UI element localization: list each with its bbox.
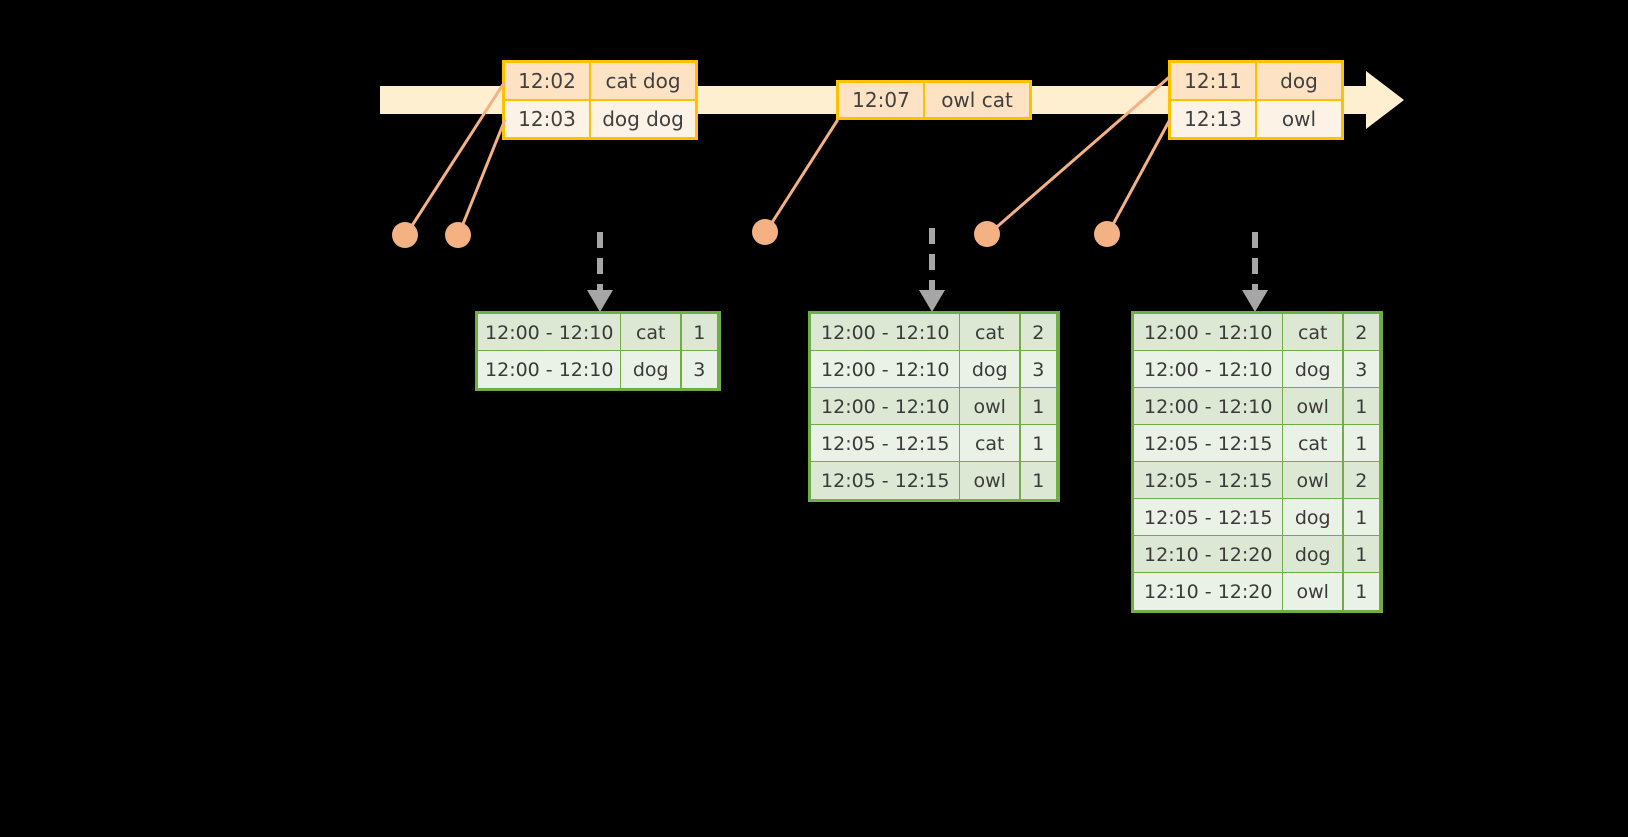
event-row: 12:11 dog xyxy=(1171,63,1341,101)
cell-word: owl xyxy=(958,461,1021,500)
cell-count: 3 xyxy=(1019,350,1058,389)
table-row: 12:10 - 12:20 owl 1 xyxy=(1133,572,1381,611)
cell-count: 2 xyxy=(1019,313,1058,352)
trigger-arrow-1 xyxy=(587,232,613,312)
cell-window: 12:05 - 12:15 xyxy=(810,461,961,500)
cell-count: 1 xyxy=(1019,387,1058,426)
event-dot-1[interactable] xyxy=(392,222,418,248)
table-row: 12:00 - 12:10 dog 3 xyxy=(477,350,719,389)
cell-count: 2 xyxy=(1342,461,1381,500)
event-time: 12:03 xyxy=(505,101,591,137)
arrow-head xyxy=(919,290,945,312)
event-words: dog dog xyxy=(602,107,684,131)
result-table-1[interactable]: 12:00 - 12:10 cat 1 12:00 - 12:10 dog 3 xyxy=(475,311,721,391)
cell-word: cat xyxy=(1281,424,1344,463)
cell-window: 12:10 - 12:20 xyxy=(1133,572,1284,611)
cell-word: owl xyxy=(958,387,1021,426)
event-row: 12:13 owl xyxy=(1171,101,1341,137)
cell-count: 1 xyxy=(1342,424,1381,463)
table-row: 12:05 - 12:15 owl 2 xyxy=(1133,461,1381,500)
result-table-2[interactable]: 12:00 - 12:10 cat 2 12:00 - 12:10 dog 3 … xyxy=(808,311,1060,502)
cell-word: cat xyxy=(958,313,1021,352)
cell-word: cat xyxy=(619,313,682,352)
cell-count: 2 xyxy=(1342,313,1381,352)
table-row: 12:00 - 12:10 owl 1 xyxy=(810,387,1058,426)
cell-word: cat xyxy=(958,424,1021,463)
arrow-head xyxy=(1242,290,1268,312)
cell-window: 12:00 - 12:10 xyxy=(477,350,622,389)
connector-line-5 xyxy=(1105,118,1172,237)
event-row: 12:03 dog dog xyxy=(505,101,695,137)
arrow-shaft xyxy=(1252,232,1258,290)
cell-word: dog xyxy=(1281,535,1344,574)
cell-window: 12:05 - 12:15 xyxy=(1133,461,1284,500)
trigger-arrow-3 xyxy=(1242,232,1268,312)
event-words: owl cat xyxy=(941,88,1013,112)
cell-word: dog xyxy=(1281,498,1344,537)
arrow-shaft xyxy=(597,232,603,290)
cell-count: 1 xyxy=(1342,387,1381,426)
cell-window: 12:00 - 12:10 xyxy=(810,313,961,352)
event-time: 12:11 xyxy=(1171,63,1257,99)
table-row: 12:10 - 12:20 dog 1 xyxy=(1133,535,1381,574)
table-row: 12:00 - 12:10 dog 3 xyxy=(810,350,1058,389)
cell-count: 3 xyxy=(680,350,719,389)
event-box-1[interactable]: 12:02 cat dog 12:03 dog dog xyxy=(502,60,698,140)
event-dot-4[interactable] xyxy=(974,221,1000,247)
cell-window: 12:10 - 12:20 xyxy=(1133,535,1284,574)
trigger-arrow-2 xyxy=(919,228,945,312)
event-time: 12:13 xyxy=(1171,101,1257,137)
event-time: 12:07 xyxy=(839,83,925,117)
table-row: 12:00 - 12:10 owl 1 xyxy=(1133,387,1381,426)
event-row: 12:07 owl cat xyxy=(839,83,1029,117)
timeline-arrowhead xyxy=(1366,71,1404,129)
event-dot-5[interactable] xyxy=(1094,221,1120,247)
cell-count: 1 xyxy=(1019,461,1058,500)
event-words: dog xyxy=(1280,69,1318,93)
event-words: cat dog xyxy=(605,69,681,93)
cell-window: 12:00 - 12:10 xyxy=(1133,350,1284,389)
cell-window: 12:05 - 12:15 xyxy=(1133,424,1284,463)
table-row: 12:05 - 12:15 cat 1 xyxy=(1133,424,1381,463)
cell-word: owl xyxy=(1281,387,1344,426)
event-words: owl xyxy=(1281,107,1317,131)
cell-word: dog xyxy=(619,350,682,389)
connector-line-3 xyxy=(763,118,839,235)
cell-window: 12:05 - 12:15 xyxy=(1133,498,1284,537)
table-row: 12:00 - 12:10 cat 2 xyxy=(810,313,1058,352)
event-row: 12:02 cat dog xyxy=(505,63,695,101)
cell-count: 3 xyxy=(1342,350,1381,389)
table-row: 12:00 - 12:10 cat 1 xyxy=(477,313,719,352)
arrow-shaft xyxy=(929,228,935,290)
cell-word: dog xyxy=(1281,350,1344,389)
arrow-head xyxy=(587,290,613,312)
cell-window: 12:00 - 12:10 xyxy=(477,313,622,352)
event-box-3[interactable]: 12:11 dog 12:13 owl xyxy=(1168,60,1344,140)
event-time: 12:02 xyxy=(505,63,591,99)
table-row: 12:00 - 12:10 cat 2 xyxy=(1133,313,1381,352)
cell-window: 12:00 - 12:10 xyxy=(1133,313,1284,352)
table-row: 12:05 - 12:15 dog 1 xyxy=(1133,498,1381,537)
cell-word: owl xyxy=(1281,572,1344,611)
connector-line-2 xyxy=(456,119,507,238)
cell-window: 12:00 - 12:10 xyxy=(1133,387,1284,426)
cell-count: 1 xyxy=(1342,572,1381,611)
event-dot-2[interactable] xyxy=(445,222,471,248)
cell-count: 1 xyxy=(1342,535,1381,574)
event-box-2[interactable]: 12:07 owl cat xyxy=(836,80,1032,120)
cell-window: 12:00 - 12:10 xyxy=(810,350,961,389)
event-dot-3[interactable] xyxy=(752,219,778,245)
cell-count: 1 xyxy=(1019,424,1058,463)
cell-word: cat xyxy=(1281,313,1344,352)
cell-window: 12:00 - 12:10 xyxy=(810,387,961,426)
table-row: 12:05 - 12:15 cat 1 xyxy=(810,424,1058,463)
cell-word: owl xyxy=(1281,461,1344,500)
cell-count: 1 xyxy=(680,313,719,352)
table-row: 12:00 - 12:10 dog 3 xyxy=(1133,350,1381,389)
result-table-3[interactable]: 12:00 - 12:10 cat 2 12:00 - 12:10 dog 3 … xyxy=(1131,311,1383,613)
cell-word: dog xyxy=(958,350,1021,389)
table-row: 12:05 - 12:15 owl 1 xyxy=(810,461,1058,500)
cell-window: 12:05 - 12:15 xyxy=(810,424,961,463)
cell-count: 1 xyxy=(1342,498,1381,537)
